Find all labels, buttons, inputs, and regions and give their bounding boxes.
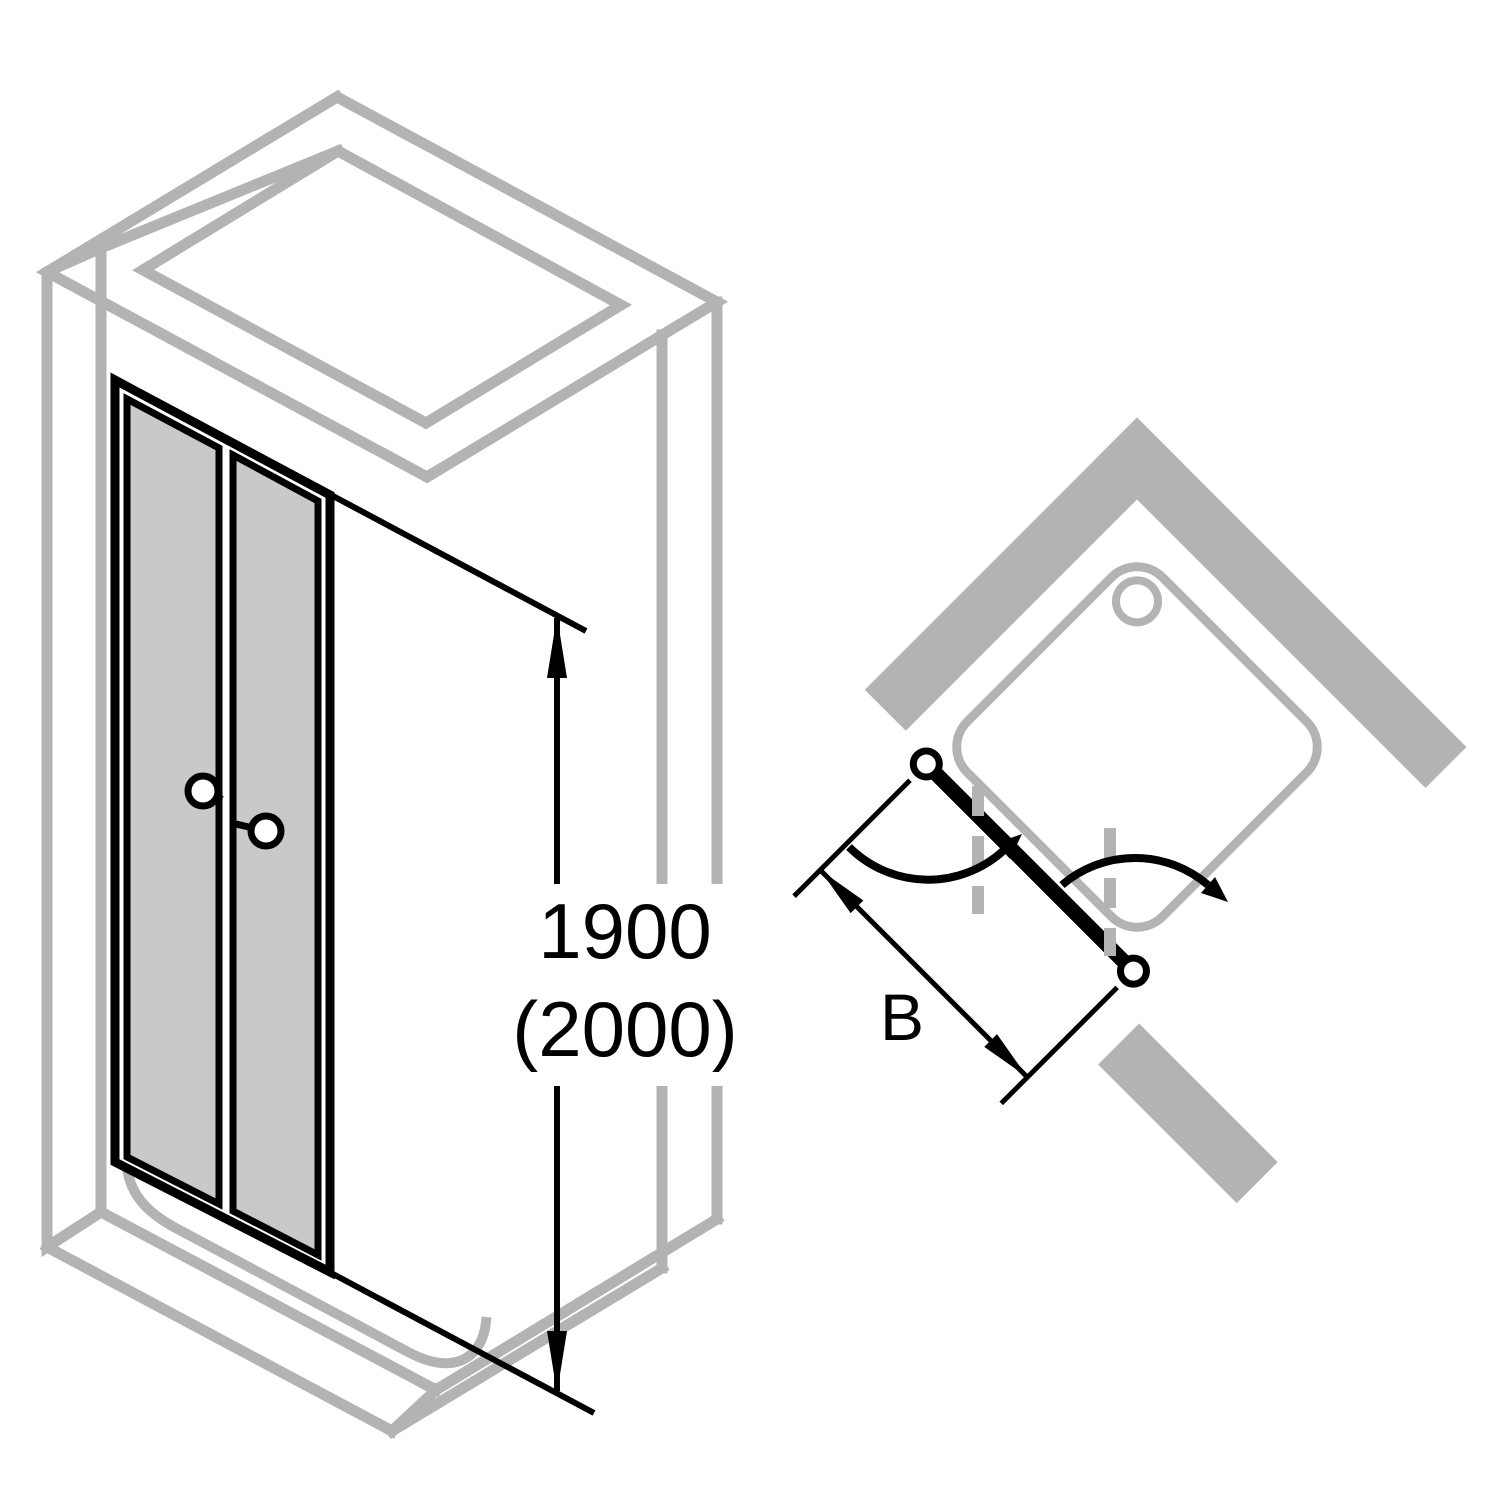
wall-door-side-stub xyxy=(1098,1023,1278,1204)
door-knob-left xyxy=(184,772,222,810)
door-glass-left xyxy=(123,393,223,1210)
door-assembly xyxy=(110,372,335,1280)
door-knob-right xyxy=(247,812,285,850)
door-pivot-left xyxy=(909,747,943,781)
extension-line-top xyxy=(331,493,588,634)
height-label-primary: 1900 xyxy=(538,887,712,975)
top-frame-inner xyxy=(131,144,633,430)
base-depth-edge-lower xyxy=(384,1260,670,1439)
swing-arrowhead-right-icon xyxy=(1201,877,1228,902)
arrowhead-down-icon xyxy=(547,1331,567,1393)
swing-arc-left xyxy=(846,844,1006,884)
drain-icon xyxy=(1112,576,1162,627)
swing-arrowhead-left-icon xyxy=(996,834,1022,859)
front-view: 1900 (2000) xyxy=(35,89,738,1439)
plan-rotated-group xyxy=(792,417,1467,1204)
width-label: B xyxy=(880,980,924,1054)
base-bottom-edge xyxy=(39,1239,400,1439)
shower-tray-plan xyxy=(952,562,1322,932)
b-arrowhead-right-icon xyxy=(984,1034,1028,1078)
wall-top xyxy=(1095,417,1467,789)
b-arrowhead-left-icon xyxy=(820,870,864,914)
door-glass-right xyxy=(229,449,322,1261)
b-extension-right xyxy=(999,985,1119,1106)
wall-left xyxy=(864,417,1179,731)
base-depth-edge-upper xyxy=(428,1211,725,1398)
base-top-edge xyxy=(93,1204,444,1398)
top-depth-edge-inner xyxy=(93,143,346,256)
arrowhead-up-icon xyxy=(547,616,567,678)
height-dimension: 1900 (2000) xyxy=(331,493,738,1416)
extension-line-bottom xyxy=(331,1271,596,1416)
height-label-backdrop xyxy=(516,884,738,1086)
swing-arc-right xyxy=(1059,854,1211,889)
b-extension-left xyxy=(792,778,912,898)
left-wall-post xyxy=(41,239,107,1258)
door-pivot-right xyxy=(1116,954,1150,988)
door-closed-line xyxy=(920,758,1139,977)
height-label-secondary: (2000) xyxy=(512,985,737,1073)
plan-view: B xyxy=(792,417,1467,1204)
plan-annotations: B xyxy=(846,786,1228,1054)
